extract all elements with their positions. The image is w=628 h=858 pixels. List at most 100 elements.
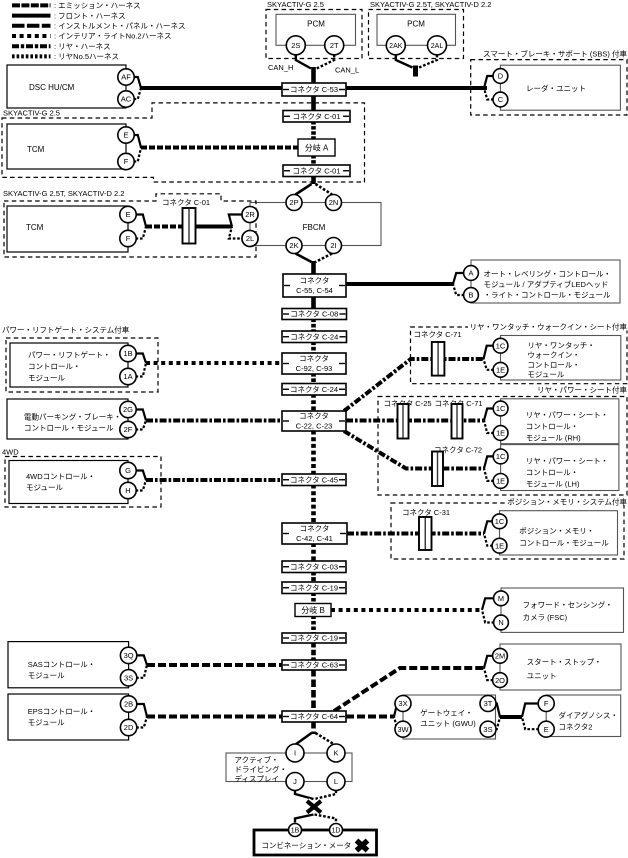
svg-text:リヤ・ワンタッチ・: リヤ・ワンタッチ・ <box>527 341 595 350</box>
svg-text:: リヤ・ハーネス: : リヤ・ハーネス <box>54 42 111 51</box>
svg-text:SKYACTIV-G 2.5T, SKYACTIV-D 2.: SKYACTIV-G 2.5T, SKYACTIV-D 2.2 <box>3 189 124 198</box>
svg-text:AC: AC <box>121 95 132 104</box>
svg-text:ユニット (GWU): ユニット (GWU) <box>420 719 476 728</box>
svg-text:コネクタ C-19: コネクタ C-19 <box>290 583 338 592</box>
svg-text:C-42, C-41: C-42, C-41 <box>296 534 333 543</box>
svg-text:CAN_L: CAN_L <box>335 66 359 75</box>
svg-text:コネクタ C-03: コネクタ C-03 <box>290 562 338 571</box>
svg-text:J: J <box>293 777 297 786</box>
svg-text:N: N <box>498 618 503 627</box>
svg-text:2B: 2B <box>124 700 133 709</box>
svg-text:コントロール・: コントロール・ <box>526 422 579 431</box>
svg-text:L: L <box>334 777 338 786</box>
svg-text:コネクタ C-63: コネクタ C-63 <box>290 661 338 670</box>
svg-text:フォワード・センシング・: フォワード・センシング・ <box>523 600 613 610</box>
svg-text:3Q: 3Q <box>124 651 134 660</box>
svg-text:コネクタ C-31: コネクタ C-31 <box>402 508 450 517</box>
svg-text:2D: 2D <box>124 723 134 732</box>
svg-text:モジュール: モジュール <box>28 671 65 680</box>
svg-text:1C: 1C <box>496 452 506 461</box>
svg-text:F: F <box>544 699 549 708</box>
svg-text:: インテリア・ライトNo.2ハーネス: : インテリア・ライトNo.2ハーネス <box>54 32 172 41</box>
svg-text:E: E <box>125 210 130 219</box>
svg-text:コネクタ C-19: コネクタ C-19 <box>290 634 338 643</box>
svg-text:: リヤNo.5ハーネス: : リヤNo.5ハーネス <box>54 52 119 61</box>
svg-text:1E: 1E <box>495 541 504 550</box>
svg-text:コントロール・: コントロール・ <box>28 362 81 371</box>
svg-text:G: G <box>125 466 131 475</box>
svg-text:ウォークイン・: ウォークイン・ <box>527 351 580 360</box>
svg-text:2F: 2F <box>124 425 133 434</box>
svg-text:・ライト・コントロール・モジュール: ・ライト・コントロール・モジュール <box>484 291 611 300</box>
svg-text:D: D <box>498 72 503 81</box>
svg-text:コネクタ2: コネクタ2 <box>559 723 593 732</box>
svg-text:SKYACTIV-G 2.5: SKYACTIV-G 2.5 <box>3 109 60 118</box>
svg-text:2R: 2R <box>245 210 255 219</box>
svg-text:コネクタ C-64: コネクタ C-64 <box>290 712 338 721</box>
svg-text:電動パーキング・ブレーキ・: 電動パーキング・ブレーキ・ <box>24 412 121 422</box>
svg-text:ポジション・メモリ・: ポジション・メモリ・ <box>519 527 594 536</box>
svg-text:CAN_H: CAN_H <box>268 63 293 72</box>
svg-text:2AL: 2AL <box>431 43 444 50</box>
svg-text:パワー・リフトゲート・: パワー・リフトゲート・ <box>28 351 111 360</box>
svg-text:3T: 3T <box>484 699 493 708</box>
svg-text:: フロント・ハーネス: : フロント・ハーネス <box>54 11 126 20</box>
svg-text:C-92, C-93: C-92, C-93 <box>296 364 333 373</box>
svg-text:コネクタ C-72: コネクタ C-72 <box>434 446 482 455</box>
svg-text:K: K <box>333 749 338 758</box>
svg-text:モジュール: モジュール <box>527 370 564 379</box>
svg-text:SKYACTIV-G 2.5T, SKYACTIV-D 2.: SKYACTIV-G 2.5T, SKYACTIV-D 2.2 <box>370 0 491 9</box>
svg-text:コネクタ C-01: コネクタ C-01 <box>162 198 210 207</box>
svg-text:1C: 1C <box>495 517 505 526</box>
svg-text:コントロール・モジュール: コントロール・モジュール <box>519 539 609 548</box>
svg-text:: エミッション・ハーネス: : エミッション・ハーネス <box>54 1 141 10</box>
svg-text:AF: AF <box>121 73 131 82</box>
svg-text:ポジション・メモリ・システム付車: ポジション・メモリ・システム付車 <box>507 497 627 507</box>
svg-text:2N: 2N <box>329 198 339 207</box>
svg-text:コネクタ C-71: コネクタ C-71 <box>413 330 461 339</box>
svg-text:PCM: PCM <box>407 20 425 29</box>
svg-text:1D: 1D <box>332 828 341 835</box>
svg-text:コネクタ: コネクタ <box>299 354 329 363</box>
svg-text:2S: 2S <box>291 41 300 50</box>
svg-text:2P: 2P <box>289 198 298 207</box>
svg-text:コンビネーション・メータ: コンビネーション・メータ <box>261 841 351 850</box>
svg-text:1E: 1E <box>496 429 505 438</box>
svg-text:2M: 2M <box>495 651 505 660</box>
svg-text:モジュール (RH): モジュール (RH) <box>526 434 581 443</box>
svg-text:コントロール・: コントロール・ <box>527 361 580 370</box>
svg-text:2O: 2O <box>495 676 505 685</box>
svg-text:分岐 A: 分岐 A <box>305 143 329 153</box>
svg-text:パワー・リフトゲート・システム付車: パワー・リフトゲート・システム付車 <box>2 325 130 335</box>
svg-text:コネクタ C-01: コネクタ C-01 <box>292 112 340 121</box>
svg-text:4WD: 4WD <box>2 448 19 457</box>
svg-text:モジュール (LH): モジュール (LH) <box>526 479 580 488</box>
svg-text:2T: 2T <box>330 41 339 50</box>
svg-text:1B: 1B <box>291 828 300 835</box>
svg-text:F: F <box>126 234 131 243</box>
svg-text:コネクタ: コネクタ <box>300 524 330 533</box>
svg-text:アクティブ・: アクティブ・ <box>235 755 279 765</box>
svg-text:2AK: 2AK <box>389 43 403 50</box>
svg-text:1C: 1C <box>496 341 506 350</box>
svg-text:2L: 2L <box>246 234 254 243</box>
svg-text:分岐 B: 分岐 B <box>301 605 325 615</box>
svg-text:リヤ・パワー・シート付車: リヤ・パワー・シート付車 <box>537 384 627 394</box>
svg-text:2G: 2G <box>123 405 133 414</box>
svg-text:コネクタ C-45: コネクタ C-45 <box>290 475 338 484</box>
svg-text:F: F <box>124 157 129 166</box>
svg-text:ダイアグノシス・: ダイアグノシス・ <box>559 710 618 720</box>
svg-text:コネクタ C-53: コネクタ C-53 <box>290 85 338 94</box>
svg-text:SKYACTIV-G 2.5: SKYACTIV-G 2.5 <box>267 0 324 9</box>
svg-text:TCM: TCM <box>27 145 45 154</box>
svg-text:コネクタ C-01: コネクタ C-01 <box>292 166 340 175</box>
svg-text:3S: 3S <box>483 725 492 734</box>
svg-text:2I: 2I <box>330 241 336 250</box>
svg-text:スマート・ブレーキ・サポート (SBS) 付車: スマート・ブレーキ・サポート (SBS) 付車 <box>483 49 627 59</box>
svg-text:3X: 3X <box>398 699 407 708</box>
svg-text:E: E <box>544 725 549 734</box>
svg-text:DSC HU/CM: DSC HU/CM <box>29 83 75 92</box>
svg-text:4WDコントロール・: 4WDコントロール・ <box>26 472 95 481</box>
svg-text:コントロール・モジュール: コントロール・モジュール <box>24 424 114 433</box>
svg-text:コネクタ C-08: コネクタ C-08 <box>290 310 338 319</box>
